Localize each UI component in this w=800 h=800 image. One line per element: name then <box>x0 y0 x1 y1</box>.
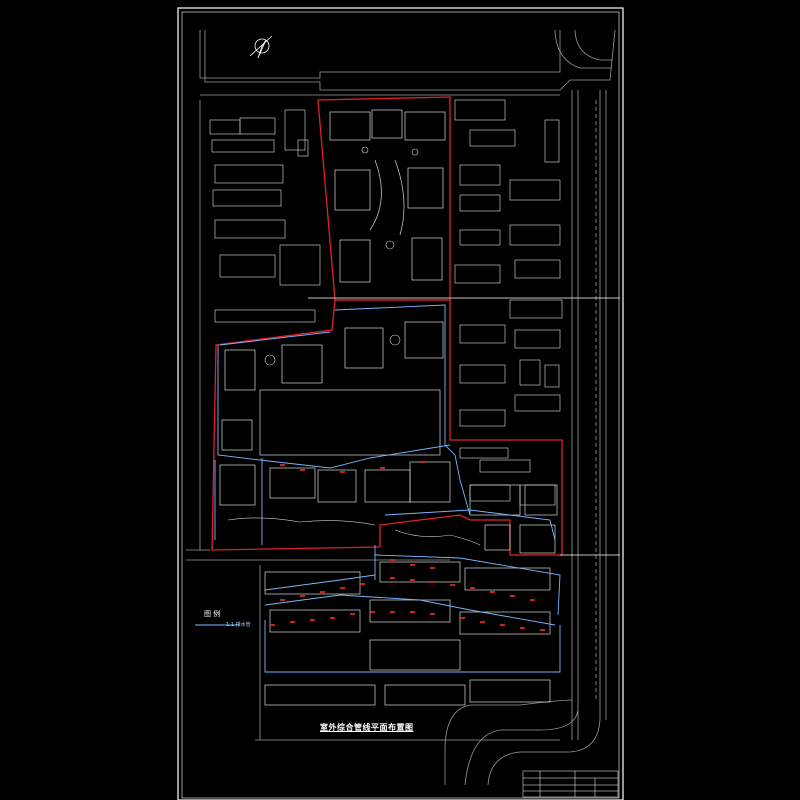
legend-heading: 图 例 <box>204 610 221 618</box>
north-arrow-icon <box>249 35 273 59</box>
tree-icon <box>227 146 481 546</box>
site-boundary <box>211 96 563 556</box>
pipeline-network <box>195 304 561 673</box>
road-network <box>186 29 616 786</box>
surrounding-buildings <box>209 99 563 506</box>
legend-line-label: 1:1 排水管 <box>226 622 251 628</box>
drawing-title: 室外综合管线平面布置图 <box>320 723 414 732</box>
drawing-inner-frame <box>181 11 620 799</box>
drawing-frame <box>177 7 624 800</box>
site-buildings <box>219 109 558 706</box>
pipeline-markers <box>270 461 545 631</box>
title-block <box>522 770 619 798</box>
section-lines <box>308 297 620 556</box>
